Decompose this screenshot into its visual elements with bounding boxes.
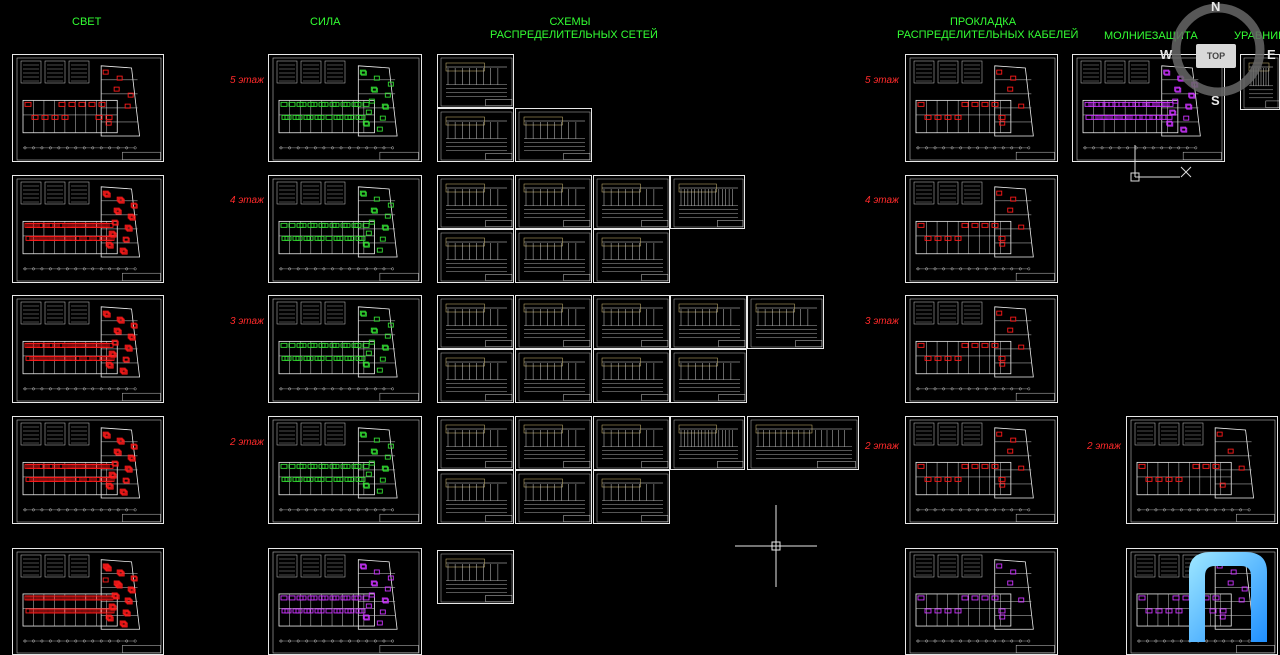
sheet-scheme-28[interactable] (437, 550, 514, 604)
sheet-scheme-8[interactable] (437, 229, 514, 283)
sheet-scheme-4[interactable] (437, 175, 514, 229)
sheet-scheme-10[interactable] (593, 229, 670, 283)
sheet-sila-1[interactable] (268, 54, 422, 162)
brand-logo-icon (1189, 552, 1267, 642)
sheet-scheme-2[interactable] (437, 108, 514, 162)
floor-label-3-sila: 3 этаж (230, 316, 264, 327)
sheet-svet-5[interactable] (12, 548, 164, 655)
sheet-svet-2[interactable] (12, 175, 164, 283)
sheet-scheme-14[interactable] (670, 295, 747, 349)
sheet-scheme-21[interactable] (515, 416, 592, 470)
compass-west[interactable]: W (1160, 47, 1173, 62)
sheet-scheme-16[interactable] (437, 349, 514, 403)
header-schemes-line1: СХЕМЫ (549, 16, 591, 28)
sheet-sila-3[interactable] (268, 295, 422, 403)
sheet-sila-2[interactable] (268, 175, 422, 283)
sheet-scheme-20[interactable] (437, 416, 514, 470)
compass-ring-icon (1171, 3, 1265, 97)
sheet-lightning-1[interactable] (1072, 54, 1225, 162)
viewcube-top-button[interactable]: TOP (1196, 44, 1236, 68)
header-svet: СВЕТ (72, 16, 102, 28)
sheet-scheme-25[interactable] (437, 470, 514, 524)
ucs-icon (1130, 145, 1192, 182)
sheet-scheme-6[interactable] (593, 175, 670, 229)
sheet-scheme-24[interactable] (747, 416, 859, 470)
sheet-scheme-13[interactable] (593, 295, 670, 349)
sheet-cables-2[interactable] (905, 175, 1058, 283)
sheet-cables-5[interactable] (905, 548, 1058, 655)
sheet-scheme-27[interactable] (593, 470, 670, 524)
sheet-scheme-11[interactable] (437, 295, 514, 349)
header-sila: СИЛА (310, 16, 341, 28)
sheet-scheme-1[interactable] (437, 54, 514, 108)
sheet-equalizing-2[interactable] (1126, 416, 1278, 524)
sheet-scheme-23[interactable] (670, 416, 745, 470)
sheet-scheme-18[interactable] (593, 349, 670, 403)
sheet-scheme-3[interactable] (515, 108, 592, 162)
sheet-scheme-15[interactable] (747, 295, 824, 349)
sheet-scheme-19[interactable] (670, 349, 747, 403)
sheet-cables-4[interactable] (905, 416, 1058, 524)
sheet-scheme-26[interactable] (515, 470, 592, 524)
sheet-scheme-22[interactable] (593, 416, 670, 470)
sheet-svet-1[interactable] (12, 54, 164, 162)
floor-label-2-sila: 2 этаж (230, 437, 264, 448)
compass-south[interactable]: S (1211, 93, 1220, 108)
header-cables: ПРОКЛАДКА РАСПРЕДЕЛИТЕЛЬНЫХ КАБЕЛЕЙ (897, 16, 1079, 42)
floor-label-3-cables: 3 этаж (865, 316, 899, 327)
sheet-scheme-5[interactable] (515, 175, 592, 229)
sheet-scheme-17[interactable] (515, 349, 592, 403)
viewcube[interactable]: N W E S (1160, 0, 1280, 120)
crosshair-cursor-icon (735, 505, 817, 587)
floor-label-5-cables: 5 этаж (865, 75, 899, 86)
floor-label-4-sila: 4 этаж (230, 195, 264, 206)
compass-east[interactable]: E (1267, 47, 1276, 62)
header-cables-line1: ПРОКЛАДКА (949, 16, 1017, 28)
sheet-sila-4[interactable] (268, 416, 422, 524)
floor-label-4-cables: 4 этаж (865, 195, 899, 206)
sheet-sila-5[interactable] (268, 548, 422, 655)
sheet-cables-3[interactable] (905, 295, 1058, 403)
sheet-svet-3[interactable] (12, 295, 164, 403)
floor-label-5-sila: 5 этаж (230, 75, 264, 86)
header-cables-line2: РАСПРЕДЕЛИТЕЛЬНЫХ КАБЕЛЕЙ (897, 29, 1079, 41)
sheet-svet-4[interactable] (12, 416, 164, 524)
sheet-scheme-12[interactable] (515, 295, 592, 349)
compass-north[interactable]: N (1211, 0, 1221, 14)
header-schemes-line2: РАСПРЕДЕЛИТЕЛЬНЫХ СЕТЕЙ (490, 29, 658, 41)
sheet-scheme-9[interactable] (515, 229, 592, 283)
floor-label-2-equalizing: 2 этаж (1087, 441, 1121, 452)
sheet-cables-1[interactable] (905, 54, 1058, 162)
header-schemes: СХЕМЫ РАСПРЕДЕЛИТЕЛЬНЫХ СЕТЕЙ (490, 16, 658, 42)
floor-label-2-cables: 2 этаж (865, 441, 899, 452)
sheet-scheme-7[interactable] (670, 175, 745, 229)
